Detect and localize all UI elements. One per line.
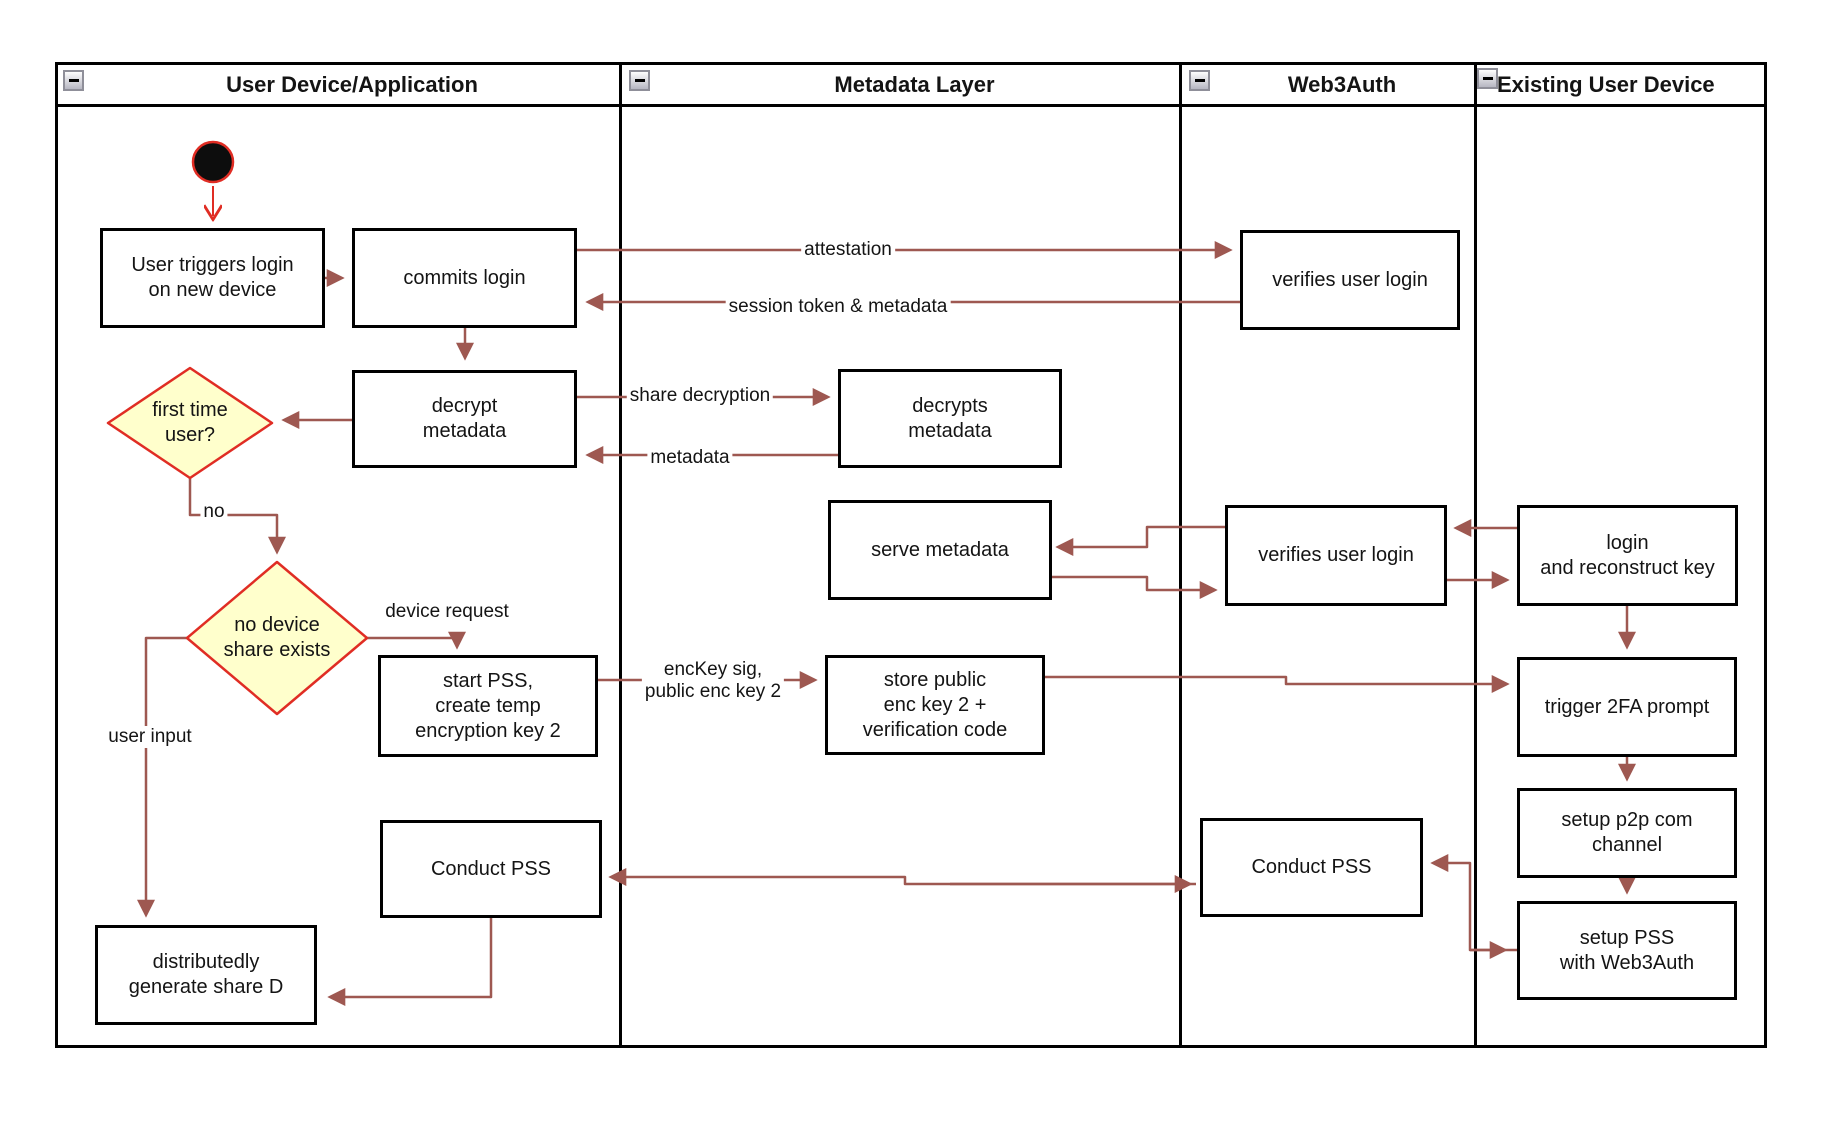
node-conduct-pss-right: Conduct PSS: [1200, 818, 1423, 917]
lane-header-web3auth: Web3Auth: [1287, 72, 1397, 97]
start-node: [191, 140, 235, 184]
connector-no-branch: [188, 478, 286, 555]
decision-first-time-user: [106, 366, 274, 480]
minus-icon: [1194, 79, 1205, 82]
lane-header-underline: [55, 104, 1767, 107]
node-user-triggers-login: User triggers login on new device: [100, 228, 325, 328]
edge-label-attestation: attestation: [801, 239, 895, 261]
minus-icon: [634, 79, 645, 82]
connector-verify2-to-serve: [1055, 525, 1225, 556]
node-login-reconstruct: login and reconstruct key: [1517, 505, 1738, 606]
minus-icon: [68, 79, 79, 82]
collapse-icon[interactable]: [1477, 68, 1498, 89]
decision-no-device-share-label: no device share exists: [223, 614, 331, 661]
connector-user-input: [137, 636, 187, 918]
lane-header-user-device: User Device/Application: [226, 72, 478, 97]
connector-setuppss-to-conductpss: [1430, 854, 1517, 952]
connector-device-request: [367, 631, 466, 650]
edge-label-user-input: user input: [105, 726, 195, 748]
node-start-pss: start PSS, create temp encryption key 2: [378, 655, 598, 757]
connector-serve-to-verify2: [1052, 575, 1218, 599]
edge-label-no: no: [200, 501, 228, 523]
edge-label-device-request: device request: [382, 601, 512, 623]
node-decrypt-metadata: decrypt metadata: [352, 370, 577, 468]
minus-icon: [1482, 77, 1493, 80]
collapse-icon[interactable]: [1189, 70, 1210, 91]
decision-first-time-user-label: first time user?: [152, 399, 228, 446]
connector-conductpss-to-generate: [327, 917, 493, 1006]
collapse-icon[interactable]: [629, 70, 650, 91]
node-verifies-user-login-1: verifies user login: [1240, 230, 1460, 330]
lane-divider-3: [1474, 62, 1477, 1048]
decision-no-device-share: [185, 560, 369, 716]
diagram-frame: [55, 62, 1767, 1048]
node-setup-pss-web3auth: setup PSS with Web3Auth: [1517, 901, 1737, 1000]
edge-label-session-token: session token & metadata: [725, 296, 951, 318]
node-distributedly-generate: distributedly generate share D: [95, 925, 317, 1025]
node-trigger-2fa: trigger 2FA prompt: [1517, 657, 1737, 757]
collapse-icon[interactable]: [63, 70, 84, 91]
edge-label-metadata: metadata: [647, 447, 733, 469]
node-serve-metadata: serve metadata: [828, 500, 1052, 600]
node-decrypts-metadata: decrypts metadata: [838, 369, 1062, 468]
edge-label-share-decryption: share decryption: [626, 385, 774, 407]
lane-divider-1: [619, 62, 622, 1048]
node-commits-login: commits login: [352, 228, 577, 328]
node-setup-p2p: setup p2p com channel: [1517, 788, 1737, 878]
connector-store-to-2fa: [1045, 675, 1510, 693]
edge-label-enckey: encKey sig, public enc key 2: [641, 659, 785, 703]
lane-divider-2: [1179, 62, 1182, 1048]
node-verifies-user-login-2: verifies user login: [1225, 505, 1447, 606]
lane-header-metadata-layer: Metadata Layer: [834, 72, 995, 97]
node-store-public-enc: store public enc key 2 + verification co…: [825, 655, 1045, 755]
lane-header-existing-device: Existing User Device: [1497, 72, 1715, 97]
node-conduct-pss-left: Conduct PSS: [380, 820, 602, 918]
